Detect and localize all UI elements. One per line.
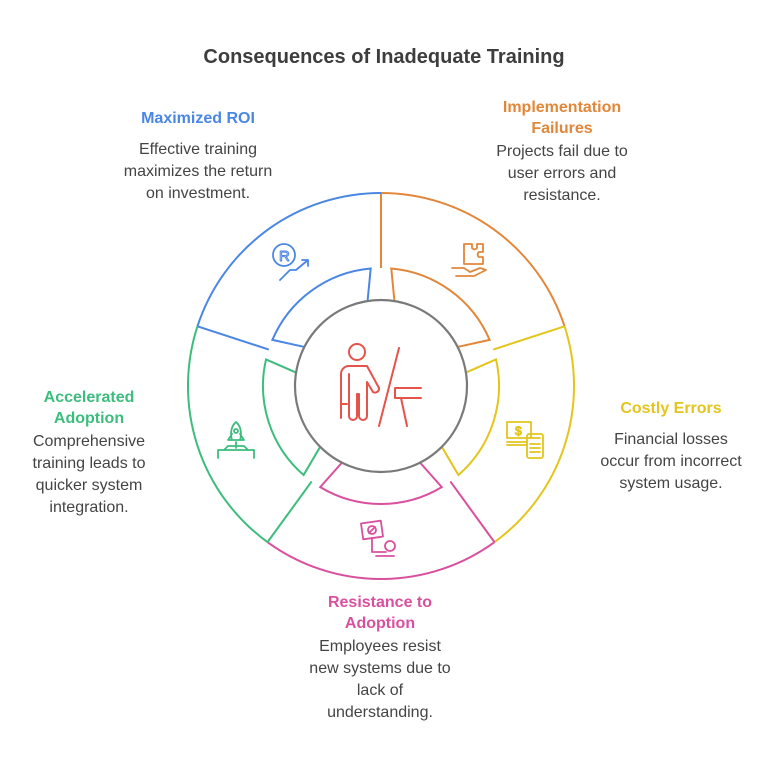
segment-accelerated-adoption: Accelerated Adoption Comprehensive train… bbox=[0, 387, 189, 519]
inner-arc bbox=[318, 461, 444, 505]
diagram-title: Consequences of Inadequate Training bbox=[203, 46, 565, 68]
segment-divider bbox=[449, 480, 496, 543]
segment-divider bbox=[492, 325, 565, 351]
teacher-at-board-icon bbox=[340, 343, 422, 427]
segment-description: Projects fail due to user errors and res… bbox=[496, 143, 628, 204]
outer-arc bbox=[380, 192, 566, 327]
outer-arc bbox=[196, 192, 382, 327]
center-circle bbox=[293, 298, 469, 474]
segment-description: Financial losses occur from incorrect sy… bbox=[600, 431, 742, 492]
protest-sign-icon bbox=[360, 519, 396, 557]
segment-label: Implementation Failures bbox=[502, 99, 622, 137]
segment-maximized-roi: Maximized ROI Effective training maximiz… bbox=[98, 108, 298, 205]
segment-costly-errors: Costly Errors Financial losses occur fro… bbox=[571, 398, 768, 495]
segment-label: Accelerated Adoption bbox=[43, 389, 135, 427]
segment-divider bbox=[197, 325, 270, 351]
segment-description: Comprehensive training leads to quicker … bbox=[32, 433, 146, 516]
outer-arc bbox=[187, 326, 269, 543]
segment-implementation-failures: Implementation Failures Projects fail du… bbox=[462, 97, 662, 207]
segment-description: Employees resist new systems due to lack… bbox=[309, 638, 451, 721]
segment-label: Maximized ROI bbox=[141, 110, 255, 127]
inner-arc bbox=[390, 267, 492, 348]
inner-arc bbox=[270, 267, 372, 348]
segment-resistance-to-adoption: Resistance to Adoption Employees resist … bbox=[280, 592, 480, 724]
svg-text:R: R bbox=[279, 248, 290, 265]
svg-text:$: $ bbox=[515, 424, 522, 438]
outer-arc bbox=[266, 541, 496, 580]
segment-label: Resistance to Adoption bbox=[327, 594, 433, 632]
segment-label: Costly Errors bbox=[620, 400, 722, 417]
outer-arc bbox=[493, 326, 575, 543]
segment-divider bbox=[266, 480, 313, 543]
rocket-launch-icon bbox=[217, 421, 255, 459]
segment-description: Effective training maximizes the return … bbox=[123, 141, 273, 202]
money-calculator-icon: $ bbox=[506, 421, 544, 459]
roi-growth-icon: R bbox=[272, 243, 309, 281]
inner-arc bbox=[262, 358, 322, 477]
hand-puzzle-icon bbox=[451, 243, 487, 277]
inner-arc bbox=[440, 358, 500, 477]
